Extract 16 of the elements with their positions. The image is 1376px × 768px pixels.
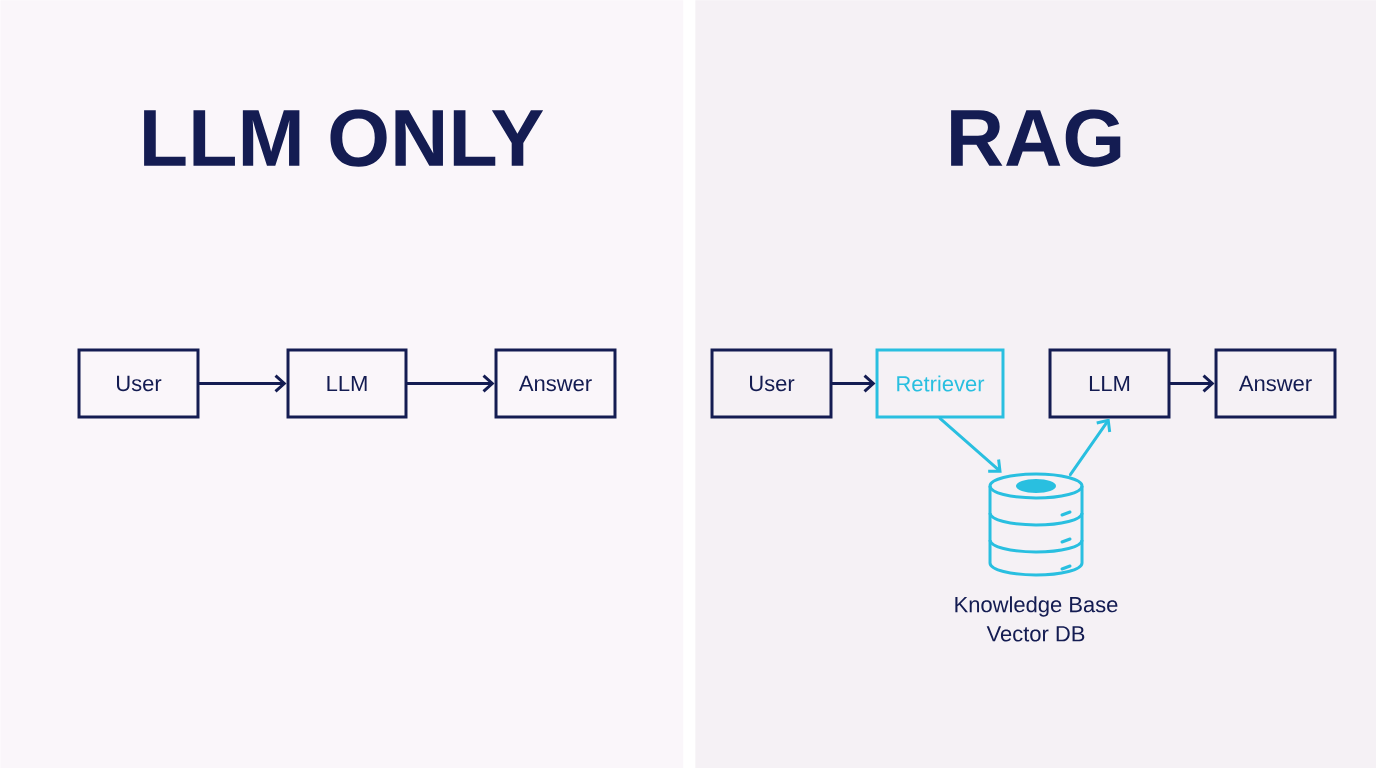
process-box: Answer [1214,348,1337,419]
arrow [938,417,1002,473]
process-box: User [710,348,833,419]
arrow [1068,418,1112,477]
process-box: Retriever [875,348,1005,419]
database-icon [988,472,1084,577]
arrow [1169,374,1215,393]
node-label: Vector DB [986,626,1085,642]
node-label: Knowledge Base [955,596,1118,617]
arrow [406,374,495,393]
process-box: LLM [286,348,408,419]
process-box: LLM [1048,348,1171,419]
arrow [198,374,287,393]
process-box: Answer [494,348,617,419]
process-box: User [77,348,200,419]
arrow [831,374,876,393]
